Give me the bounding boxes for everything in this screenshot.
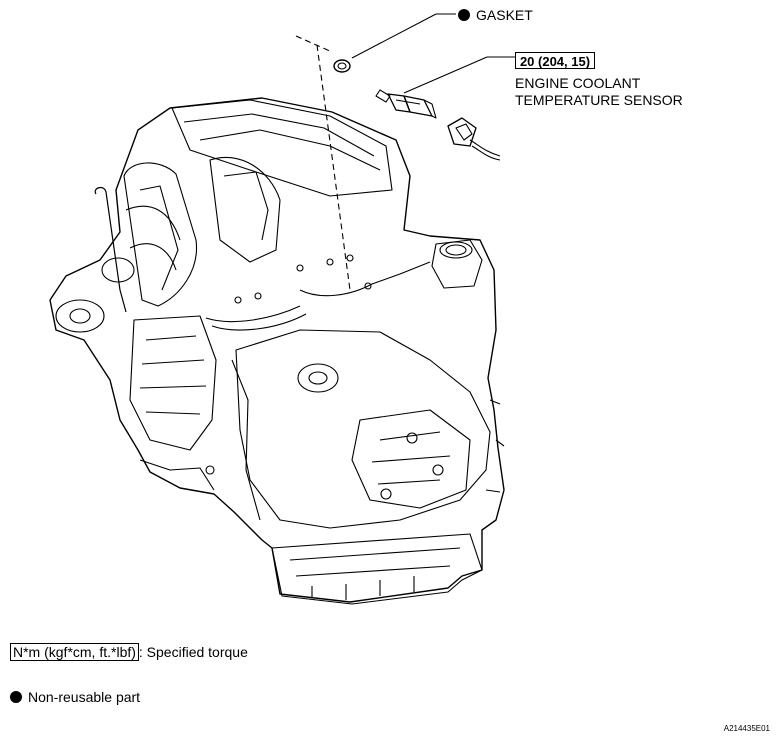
legend-dot-icon bbox=[10, 691, 22, 703]
sensor-label-line2: TEMPERATURE SENSOR bbox=[515, 92, 683, 108]
coolant-temperature-sensor bbox=[375, 89, 437, 119]
sensor-leader-line bbox=[403, 56, 488, 94]
gasket-ring bbox=[333, 59, 351, 73]
engine-block bbox=[49, 97, 505, 605]
legend-nonreusable: Non-reusable part bbox=[10, 689, 140, 705]
sensor-label-line1: ENGINE COOLANT bbox=[515, 75, 641, 91]
install-dashed-line bbox=[295, 35, 351, 291]
gasket-callout: GASKET bbox=[458, 7, 533, 23]
legend-torque-unit-box: N*m (kgf*cm, ft.*lbf) bbox=[10, 643, 139, 661]
legend-torque: N*m (kgf*cm, ft.*lbf): Specified torque bbox=[10, 643, 248, 661]
sensor-connector bbox=[447, 117, 501, 161]
gasket-leader-line bbox=[351, 13, 437, 59]
gasket-label: GASKET bbox=[476, 7, 533, 23]
legend-torque-text: : Specified torque bbox=[138, 644, 248, 660]
nonreusable-dot-icon bbox=[458, 9, 470, 21]
figure-code: A214435E01 bbox=[723, 724, 770, 733]
torque-spec-box: 20 (204, 15) bbox=[515, 52, 595, 69]
legend-nonreusable-text: Non-reusable part bbox=[28, 689, 141, 705]
